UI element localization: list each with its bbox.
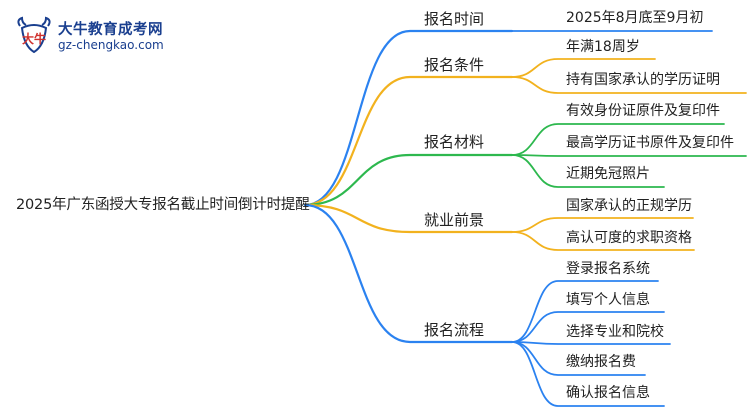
leaf-link-2-0 bbox=[511, 123, 725, 156]
leaf-link-3-1 bbox=[511, 231, 695, 251]
branch-link-4 bbox=[303, 203, 514, 344]
leaf-choose-major: 选择专业和院校 bbox=[566, 324, 664, 340]
leaf-link-4-4 bbox=[511, 341, 665, 407]
logo-title: 大牛教育成考网 bbox=[58, 22, 163, 38]
logo-url: gz-chengkao.com bbox=[58, 38, 164, 52]
bull-logo-icon: 大牛 bbox=[17, 16, 51, 54]
leaf-fill-info: 填写个人信息 bbox=[566, 292, 650, 308]
leaf-pay-fee: 缴纳报名费 bbox=[566, 354, 636, 370]
branch-career-prospects: 就业前景 bbox=[424, 211, 485, 229]
leaf-link-1-0 bbox=[511, 58, 656, 78]
leaf-id-card: 有效身份证原件及复印件 bbox=[566, 103, 720, 119]
leaf-education-proof: 持有国家承认的学历证明 bbox=[566, 72, 720, 88]
branch-link-3 bbox=[303, 203, 514, 234]
branch-materials: 报名材料 bbox=[424, 133, 485, 151]
branch-link-1 bbox=[303, 75, 514, 207]
root-topic: 2025年广东函授大专报名截止时间倒计时提醒 bbox=[16, 197, 310, 213]
branch-registration-time: 报名时间 bbox=[424, 10, 485, 28]
logo-mark-text: 大牛 bbox=[22, 31, 46, 46]
leaf-job-qualification: 高认可度的求职资格 bbox=[566, 230, 692, 246]
leaf-link-4-0 bbox=[511, 280, 659, 343]
leaf-login-system: 登录报名系统 bbox=[566, 261, 650, 277]
branch-link-0 bbox=[303, 29, 514, 207]
leaf-link-2-2 bbox=[511, 154, 665, 188]
leaf-time-window: 2025年8月底至9月初 bbox=[566, 10, 704, 26]
branch-process: 报名流程 bbox=[424, 321, 485, 339]
leaf-link-1-1 bbox=[511, 76, 747, 94]
leaf-link-4-1 bbox=[511, 311, 665, 343]
leaf-recognized-degree: 国家承认的正规学历 bbox=[566, 198, 692, 214]
branch-link-2 bbox=[303, 153, 514, 207]
leaf-confirm-info: 确认报名信息 bbox=[566, 385, 650, 401]
leaf-link-4-2 bbox=[511, 341, 671, 345]
leaf-degree-certificate: 最高学历证书原件及复印件 bbox=[566, 135, 734, 151]
leaf-age-requirement: 年满18周岁 bbox=[566, 39, 640, 55]
leaf-link-2-1 bbox=[511, 154, 747, 157]
site-logo: 大牛 大牛教育成考网 gz-chengkao.com bbox=[14, 14, 164, 58]
leaf-link-3-0 bbox=[511, 217, 694, 233]
branch-requirements: 报名条件 bbox=[424, 56, 485, 74]
leaf-photo: 近期免冠照片 bbox=[566, 166, 650, 182]
